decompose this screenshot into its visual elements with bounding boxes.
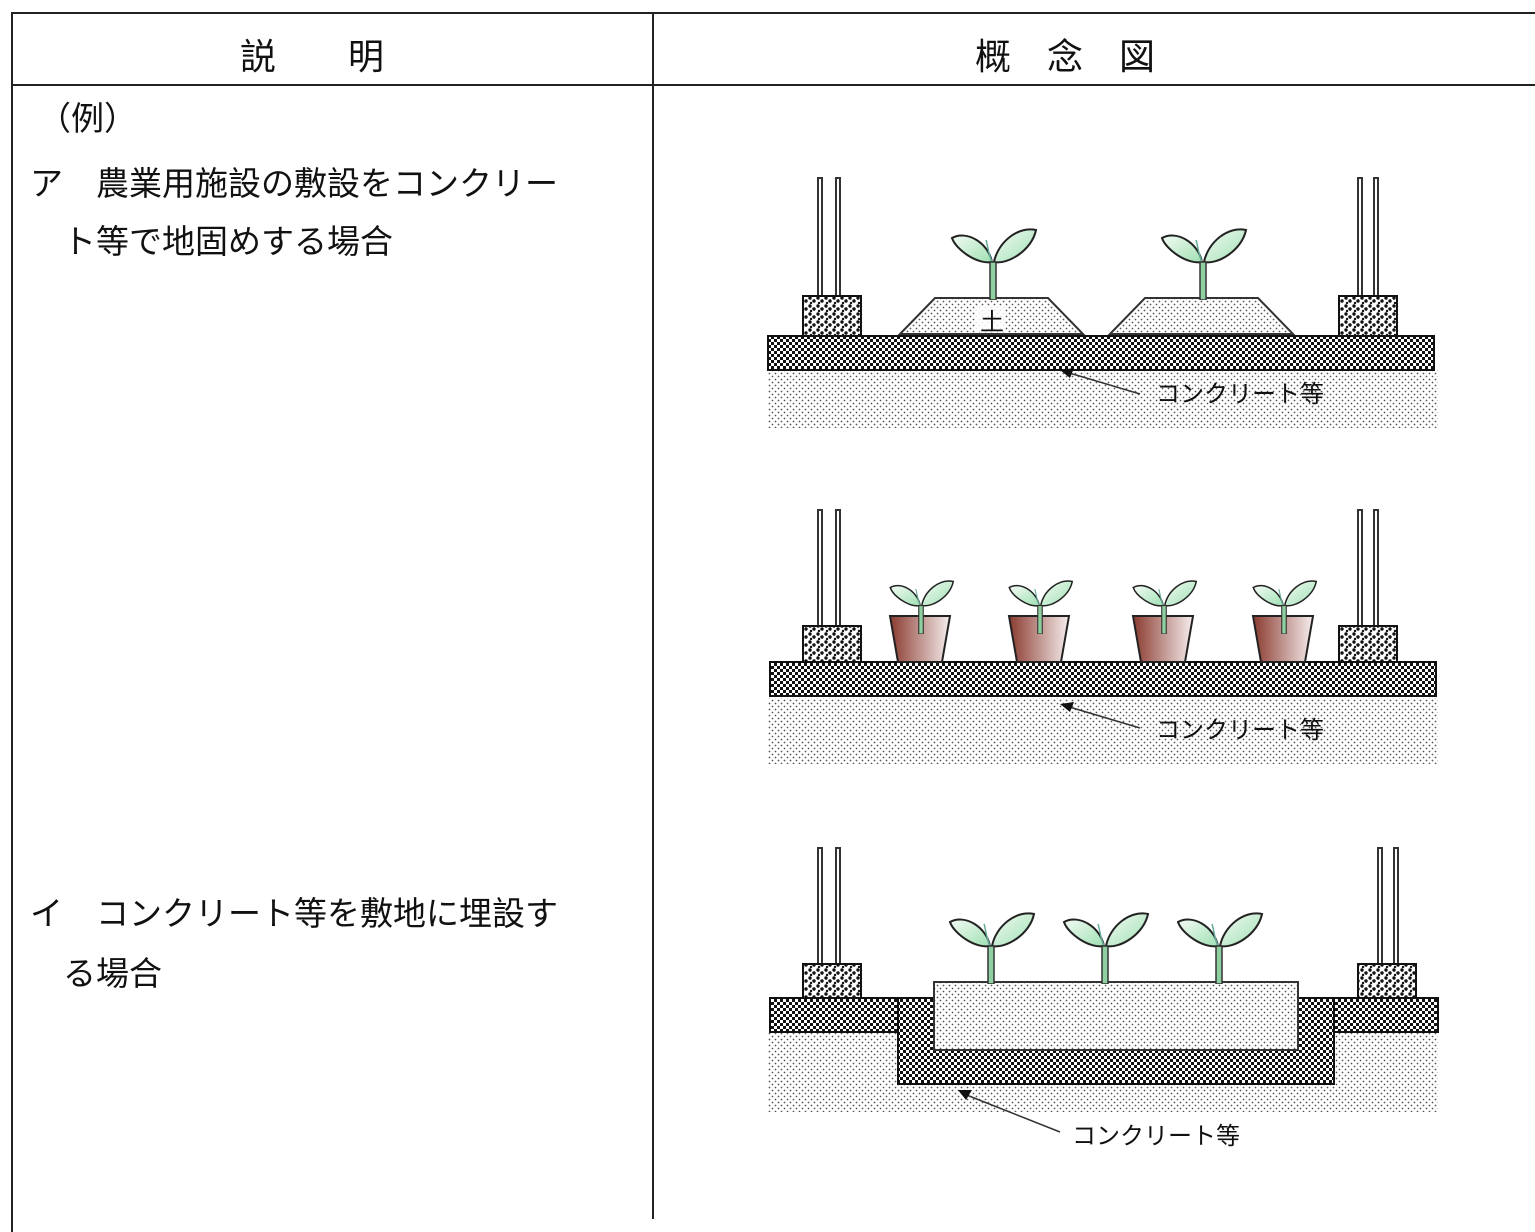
concrete-label-3: コンクリート等 [1072,1122,1240,1150]
header-row [11,12,1535,86]
soil-label: 土 [980,308,1004,336]
pot-plant-1 [888,580,955,663]
pot-plant-3 [1131,580,1198,663]
example-label: （例） [38,99,137,138]
concrete-label-2: コンクリート等 [1156,716,1324,744]
diagram-buried-concrete: コンクリート等 [768,847,1439,1150]
header-description: 説 明 [240,37,385,78]
item-b-line1: イ コンクリート等を敷地に埋設す [30,894,558,933]
concrete-label-1: コンクリート等 [1156,380,1324,408]
column-divider [652,12,654,1219]
diagram-potted-on-concrete: コンクリート等 [768,509,1438,764]
item-a-line1: ア 農業用施設の敷設をコンクリー [30,164,558,203]
diagram-concrete-base: 土 コンクリート等 [767,177,1438,428]
table-frame [11,12,1535,1232]
item-b-line2: る場合 [30,954,162,993]
pot-plant-4 [1251,580,1318,663]
pot-plant-2 [1007,580,1074,663]
header-concept-diagram: 概 念 図 [975,37,1156,78]
item-a-line2: ト等で地固めする場合 [30,222,393,261]
